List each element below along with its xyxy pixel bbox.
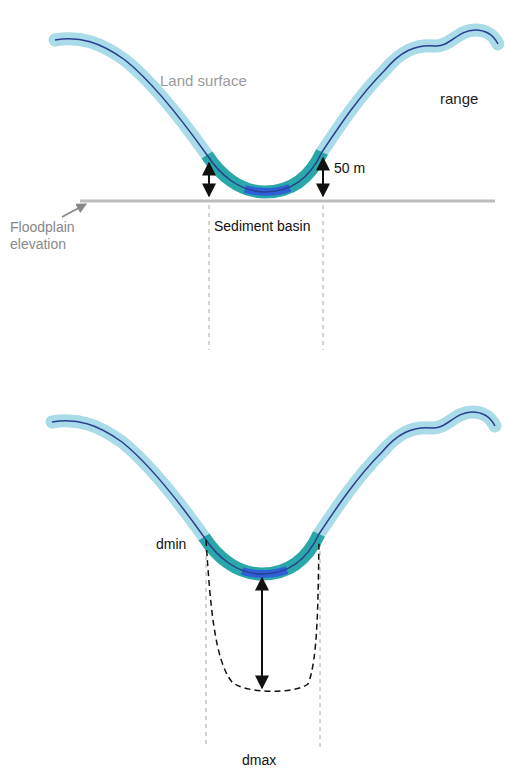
leader-arrow [62, 204, 86, 217]
floodplain-label: Floodplain elevation [10, 219, 88, 253]
floodplain-line [80, 200, 495, 203]
basin-edge [206, 540, 207, 748]
dimension-arrow [322, 158, 324, 196]
land-surface-label: Land surface [160, 72, 247, 89]
basin-edge [320, 535, 321, 748]
basin-depth-outline [206, 540, 319, 691]
dimension-label: 50 m [334, 160, 365, 177]
bottom-profile [52, 412, 495, 748]
basin-label: Sediment basin [214, 218, 311, 235]
depth-label: dmin [156, 536, 186, 553]
basin-edge [323, 205, 324, 350]
depth-arrow [261, 578, 263, 688]
dimension-arrow [208, 163, 210, 196]
land-profile [55, 30, 498, 192]
basin-edge [209, 205, 210, 350]
top-profile [55, 30, 498, 350]
depth-label: dmax [242, 752, 276, 769]
range-label: range [440, 90, 478, 107]
